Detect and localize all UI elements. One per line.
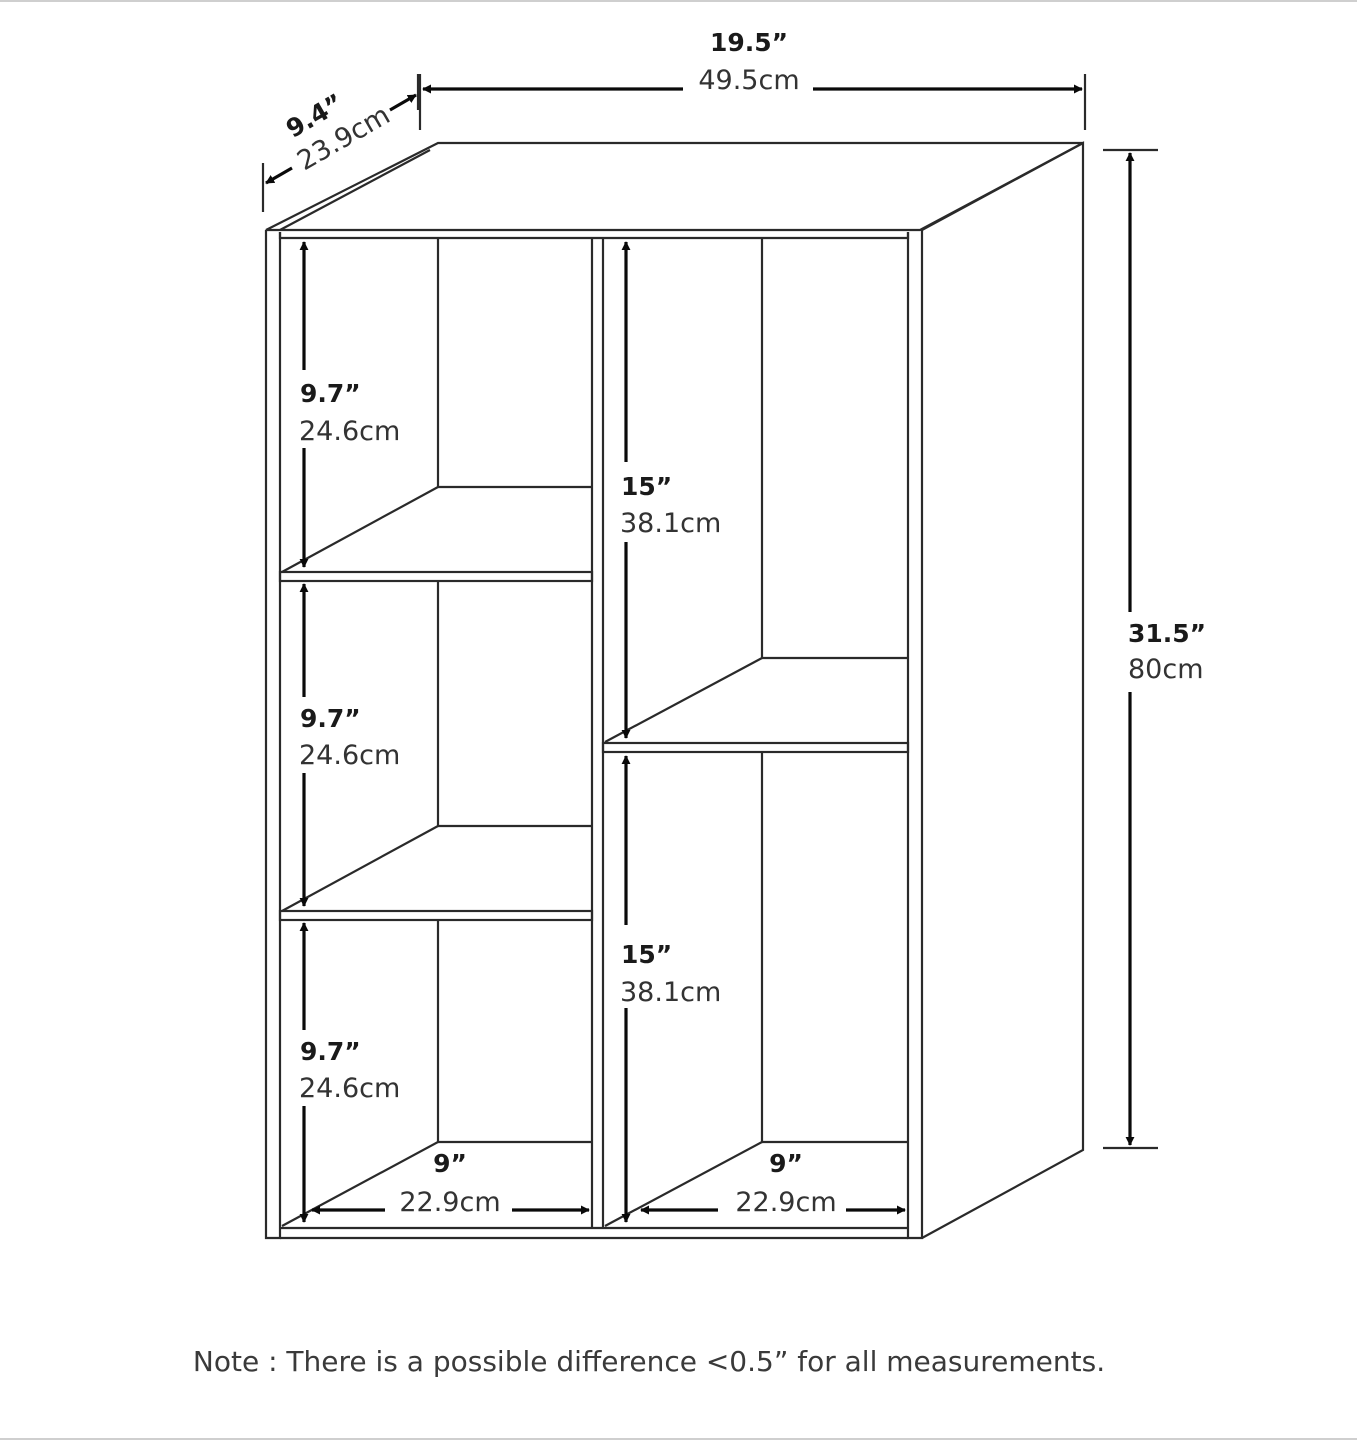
depth-arrow-top [389,93,417,112]
right-cubby-1-back [760,238,908,660]
height-dimension: 31.5” 80cm [1103,148,1206,1150]
right-cubby-2-dimension: 15” 38.1cm [620,755,721,1223]
top-panel-front-edge [278,232,910,240]
left-cubby-3-dimension: 9.7” 24.6cm [299,922,400,1223]
right-cubby-2-floor-depth [604,1141,763,1227]
left-shelf-2 [278,909,594,922]
width-inch-label: 19.5” [710,28,788,57]
left-cubby-2-cm-label: 24.6cm [299,740,400,771]
left-inner-width-inch-label: 9” [433,1149,467,1178]
left-inner-width-cm-label: 22.9cm [399,1187,500,1218]
top-panel-inner-edge [279,149,431,231]
right-cubby-1-cm-label: 38.1cm [620,508,721,539]
width-dimension: 19.5” 49.5cm [418,28,1087,130]
top-panel [265,141,1084,232]
left-cubby-3-back [436,920,592,1144]
left-cubby-1-back [436,238,592,489]
right-cubby-1-inch-label: 15” [621,472,672,501]
measurement-note: Note : There is a possible difference <0… [193,1345,1105,1378]
height-inch-label: 31.5” [1128,619,1206,648]
right-cubby-1-dimension: 15” 38.1cm [620,241,721,739]
left-cubby-2-shelf-depth [281,825,439,912]
left-cubby-2-dimension: 9.7” 24.6cm [299,583,400,907]
left-inner-width-dimension: 9” 22.9cm [311,1149,590,1218]
left-side-panel [264,230,282,1240]
right-cubby-1-shelf-depth [604,657,763,743]
right-inner-width-cm-label: 22.9cm [735,1187,836,1218]
left-cubby-3-cm-label: 24.6cm [299,1073,400,1104]
left-cubby-1-dimension: 9.7” 24.6cm [299,241,400,568]
bookcase-outline [264,141,1085,1240]
right-inner-width-dimension: 9” 22.9cm [640,1149,906,1218]
right-cubby-2-cm-label: 38.1cm [620,977,721,1008]
right-cubby-2-back [760,752,908,1144]
left-cubby-2-back [436,581,592,828]
depth-arrow-bottom [265,166,293,185]
right-side-front-edge [906,230,924,1240]
left-cubby-3-floor-depth [281,1141,439,1227]
left-cubby-3-inch-label: 9.7” [300,1037,361,1066]
depth-dimension: 9.4” 23.9cm [261,74,420,212]
width-cm-label: 49.5cm [698,65,799,96]
right-shelf [601,741,910,754]
left-cubby-1-cm-label: 24.6cm [299,416,400,447]
left-shelf-1 [278,570,594,583]
right-cubby-2-inch-label: 15” [621,940,672,969]
height-cm-label: 80cm [1128,654,1204,685]
left-cubby-1-shelf-depth [281,486,439,573]
left-cubby-1-inch-label: 9.7” [300,379,361,408]
left-cubby-2-inch-label: 9.7” [300,704,361,733]
right-side-panel [921,141,1085,1239]
right-inner-width-inch-label: 9” [769,1149,803,1178]
